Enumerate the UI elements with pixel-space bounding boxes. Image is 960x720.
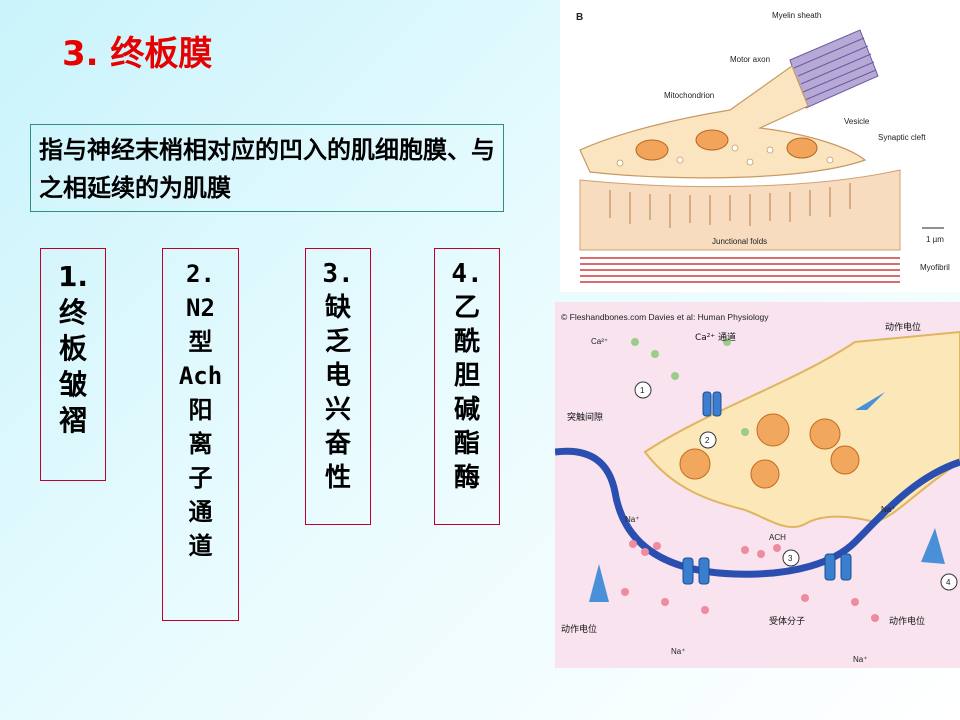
feature-text: 奋 <box>324 429 351 459</box>
label-ach: ACH <box>769 533 786 542</box>
ap-arrow-left <box>589 564 609 602</box>
feature-text: 胆 <box>453 361 480 391</box>
synaptic-transmission-figure: © Fleshandbones.com Davies et al: Human … <box>554 302 960 668</box>
label-mito: Mitochondrion <box>664 91 714 100</box>
feature-box-1: 1. 终 板 皱 褶 <box>40 248 106 481</box>
label-ca-channel: Ca²⁺ 通道 <box>695 331 736 343</box>
slide-title: 3. 终板膜 <box>62 34 213 74</box>
step-1: 1 <box>640 386 645 395</box>
label-scale: 1 µm <box>926 235 944 244</box>
junctional-folds-shapes <box>609 183 851 228</box>
vesicle-shapes <box>616 144 834 167</box>
feature-text: 1. <box>57 260 89 293</box>
feature-text: 褶 <box>58 404 87 437</box>
label-myofibril: Myofibril <box>920 263 950 272</box>
feature-text: 碱 <box>453 395 480 425</box>
label-ap-left: 动作电位 <box>561 623 597 635</box>
label-na-3: Na⁺ <box>671 647 685 656</box>
feature-text: 通 <box>188 498 213 526</box>
label-na-1: Na⁺ <box>625 515 639 524</box>
label-folds: Junctional folds <box>712 237 767 246</box>
myelin-sheath-shape <box>789 29 879 109</box>
feature-text: 酶 <box>453 463 480 493</box>
label-axon: Motor axon <box>730 55 770 64</box>
figure-credit: © Fleshandbones.com Davies et al: Human … <box>561 312 769 322</box>
label-cleft: Synaptic cleft <box>878 133 926 142</box>
label-ca-outside: Ca²⁺ <box>591 337 608 346</box>
feature-text: Ach <box>178 362 223 390</box>
nmj-structure-figure: B <box>560 0 960 292</box>
ap-arrow-right <box>921 528 945 564</box>
feature-text: 性 <box>324 463 351 493</box>
label-receptor: 受体分子 <box>769 615 805 627</box>
step-2: 2 <box>705 436 710 445</box>
label-myelin: Myelin sheath <box>772 11 821 20</box>
panel-letter: B <box>576 12 583 23</box>
ion-channel-shapes <box>682 391 852 585</box>
feature-text: N2 <box>186 294 215 322</box>
label-vesicle: Vesicle <box>844 117 870 126</box>
feature-text: 板 <box>58 332 87 365</box>
step-markers <box>634 381 958 591</box>
feature-text: 型 <box>188 328 213 356</box>
feature-box-3: 3. 缺 乏 电 兴 奋 性 <box>305 248 371 525</box>
label-ap-right: 动作电位 <box>889 615 925 627</box>
myofibril-shapes <box>580 257 900 283</box>
postsynaptic-membrane-shape <box>554 447 960 578</box>
feature-text: 2. <box>186 260 215 288</box>
ion-dot-shapes <box>621 540 879 622</box>
ap-arrow-top <box>855 392 885 410</box>
label-na-2: Na⁺ <box>881 505 895 514</box>
feature-text: 子 <box>188 464 213 492</box>
feature-text: 3. <box>322 259 354 289</box>
feature-text: 4. <box>451 259 483 289</box>
label-ap-top: 动作电位 <box>885 321 921 333</box>
feature-text: 离 <box>188 430 213 458</box>
feature-text: 乙 <box>453 293 480 323</box>
feature-text: 酰 <box>453 327 480 357</box>
feature-box-2: 2. N2 型 Ach 阳 离 子 通 道 <box>162 248 239 621</box>
step-3: 3 <box>788 554 793 563</box>
feature-text: 阳 <box>188 396 213 424</box>
feature-text: 电 <box>324 361 351 391</box>
label-cleft: 突触间隙 <box>567 411 603 423</box>
feature-text: 缺 <box>324 293 351 323</box>
feature-text: 酯 <box>453 429 480 459</box>
feature-box-4: 4. 乙 酰 胆 碱 酯 酶 <box>434 248 500 525</box>
feature-text: 兴 <box>324 395 351 425</box>
muscle-membrane-shape <box>579 169 901 251</box>
calcium-dot-shapes <box>631 338 749 436</box>
feature-text: 乏 <box>324 327 351 357</box>
feature-text: 终 <box>58 296 87 329</box>
definition-box: 指与神经末梢相对应的凹入的肌细胞膜、与之相延续的为肌膜 <box>30 124 504 212</box>
synaptic-vesicle-shapes <box>679 413 860 489</box>
mitochondria-shapes <box>635 129 818 161</box>
feature-text: 皱 <box>58 368 87 401</box>
step-4: 4 <box>946 578 951 587</box>
feature-text: 道 <box>188 532 213 560</box>
label-na-4: Na⁺ <box>853 655 867 664</box>
